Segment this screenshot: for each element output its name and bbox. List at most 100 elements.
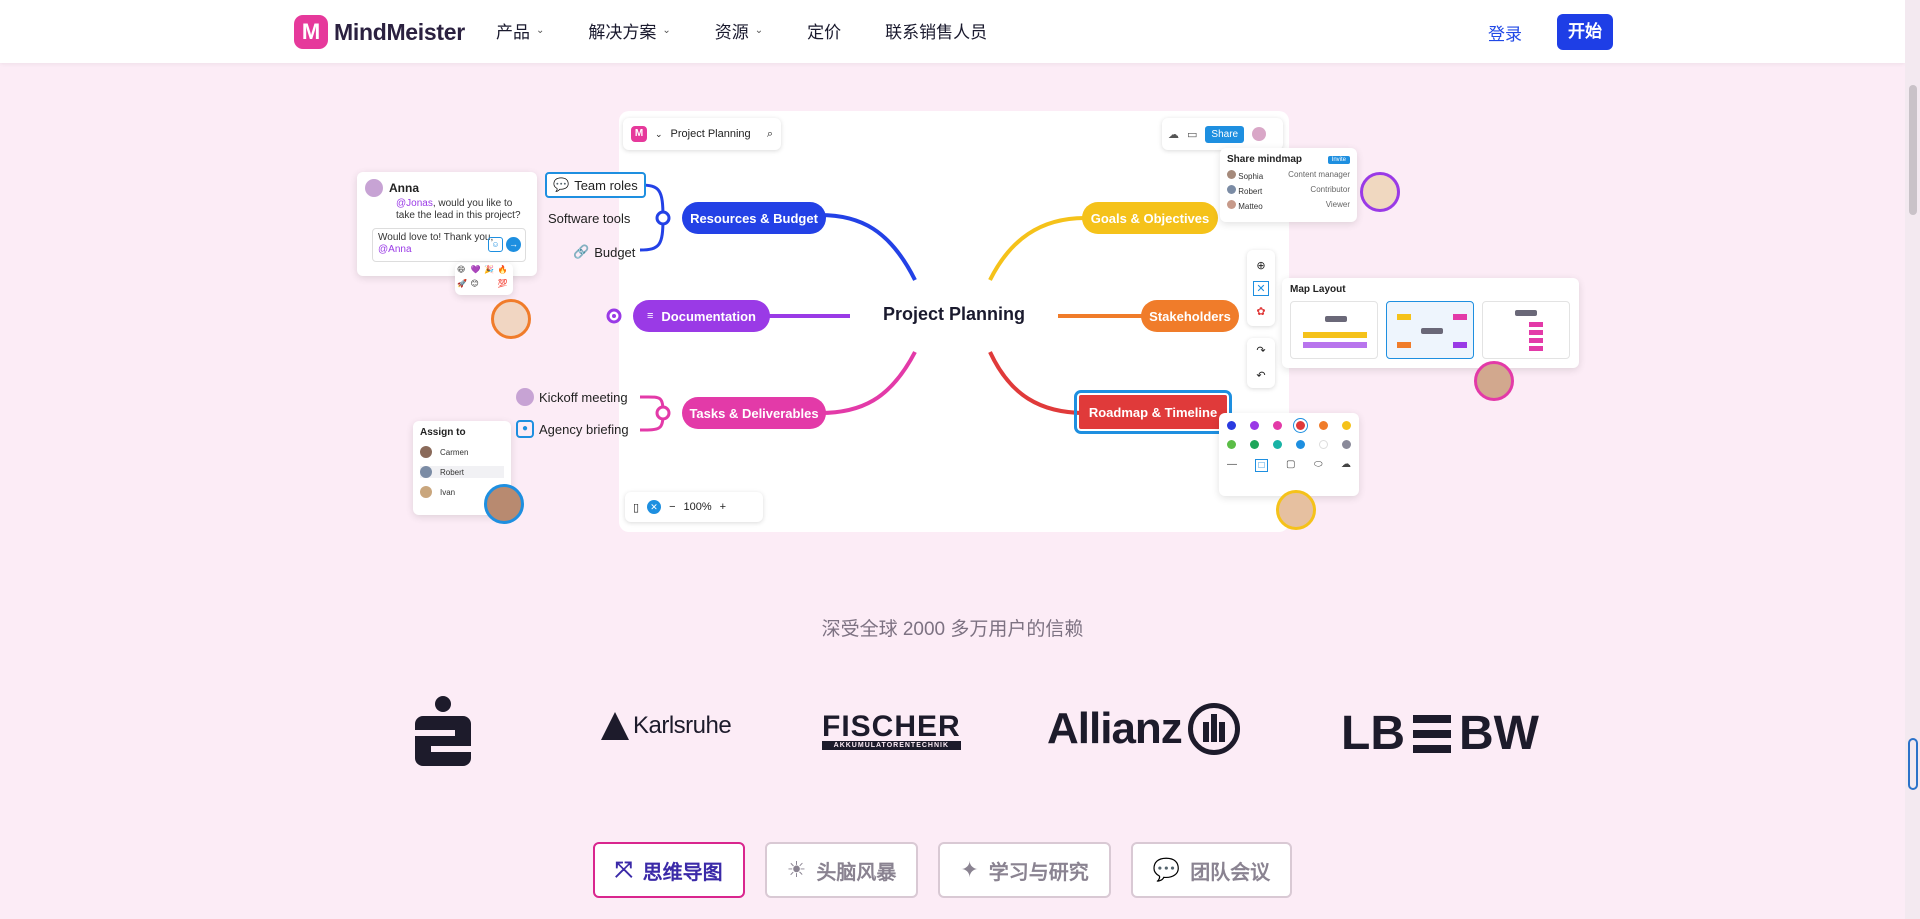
node-tasks-deliverables[interactable]: Tasks & Deliverables xyxy=(682,397,826,429)
tab-learning-research[interactable]: ✦ 学习与研究 xyxy=(938,842,1111,898)
present-icon[interactable]: ▭ xyxy=(1187,128,1198,141)
brand-name: Karlsruhe xyxy=(633,712,732,739)
nav-item-contact-sales[interactable]: 联系销售人员 xyxy=(885,18,987,43)
collaborator-cursor-avatar xyxy=(484,484,524,524)
brand-subtitle: AKKUMULATORENTECHNIK xyxy=(822,741,961,750)
node-resources-budget[interactable]: Resources & Budget xyxy=(682,202,826,234)
color-swatch[interactable] xyxy=(1293,418,1308,433)
person-name: Robert xyxy=(440,467,465,477)
scrollbar-thumb[interactable] xyxy=(1909,85,1917,215)
leaf-software-tools[interactable]: Software tools xyxy=(548,211,631,226)
redo-icon[interactable]: ↷ xyxy=(1256,345,1266,357)
color-swatch[interactable] xyxy=(1296,440,1305,449)
share-button[interactable]: Share xyxy=(1205,125,1245,143)
undo-toolbar: ↷ ↶ xyxy=(1247,338,1275,388)
emoji-option[interactable]: 😊 xyxy=(470,279,479,288)
person-name: Carmen xyxy=(440,447,469,457)
central-topic[interactable]: Project Planning xyxy=(883,304,1026,324)
emoji-option[interactable]: 🚀 xyxy=(457,279,467,288)
shape-cloud-icon[interactable]: ☁ xyxy=(1340,459,1351,470)
avatar xyxy=(420,466,432,478)
search-icon[interactable]: ⌕ xyxy=(766,127,773,140)
contact-icon: ● xyxy=(516,420,534,438)
person-role[interactable]: Content manager xyxy=(1288,170,1350,179)
chat-icon: 💬 xyxy=(1152,857,1181,882)
color-icon[interactable]: ✿ xyxy=(1256,305,1266,318)
share-toolbar: ☁ ▭ Share xyxy=(1162,118,1283,150)
shape-pill-icon[interactable]: ⬭ xyxy=(1313,459,1323,470)
nav-item-resources[interactable]: 资源⌄ xyxy=(715,18,763,43)
person-role[interactable]: Contributor xyxy=(1310,185,1350,194)
color-swatch[interactable] xyxy=(1273,440,1282,449)
tab-team-meetings[interactable]: 💬 团队会议 xyxy=(1130,842,1293,898)
zoom-in-button[interactable]: + xyxy=(719,501,727,513)
mindmap-icon[interactable]: ✕ xyxy=(647,500,662,514)
color-swatch[interactable] xyxy=(1342,440,1351,449)
node-goals-objectives[interactable]: Goals & Objectives xyxy=(1082,202,1218,234)
mention[interactable]: @Jonas xyxy=(396,198,433,209)
color-swatch[interactable] xyxy=(1227,440,1236,449)
leaf-agency-briefing[interactable]: ●Agency briefing xyxy=(516,420,629,438)
page-scrollbar[interactable] xyxy=(1905,0,1920,919)
emoji-picker: 😄 💜 🎉 🔥 🚀 😊 💯 xyxy=(455,263,513,295)
use-case-tabs: ⤧ 思维导图 ☀ 头脑风暴 ✦ 学习与研究 💬 团队会议 xyxy=(593,842,1293,898)
layout-option-list[interactable] xyxy=(1482,301,1570,359)
emoji-option[interactable]: 💯 xyxy=(497,279,508,288)
collaborator-cursor-avatar xyxy=(1360,172,1400,212)
person-role[interactable]: Viewer xyxy=(1325,200,1350,209)
shape-line-icon[interactable]: — xyxy=(1227,459,1237,470)
nav-item-products[interactable]: 产品⌄ xyxy=(496,18,544,43)
mindmeister-logo-icon[interactable]: M xyxy=(631,126,647,142)
login-link[interactable]: 登录 xyxy=(1488,25,1522,44)
layout-icon[interactable]: ✕ xyxy=(1253,280,1269,296)
leaf-label: Budget xyxy=(594,244,636,260)
layout-option-mindmap[interactable] xyxy=(1386,301,1474,359)
undo-icon[interactable]: ↶ xyxy=(1256,370,1266,382)
node-stakeholders[interactable]: Stakeholders xyxy=(1141,300,1239,332)
nav-item-solutions[interactable]: 解决方案⌄ xyxy=(588,18,670,43)
zoom-out-button[interactable]: − xyxy=(669,501,676,513)
leaf-budget[interactable]: 🔗Budget xyxy=(573,244,635,260)
send-button[interactable]: → xyxy=(506,237,521,252)
mindmeister-logo-icon: M xyxy=(294,15,328,49)
emoji-option[interactable]: 🔥 xyxy=(497,265,508,274)
shape-rect-icon[interactable]: □ xyxy=(1255,459,1268,472)
tab-brainstorming[interactable]: ☀ 头脑风暴 xyxy=(764,842,919,898)
layout-option-org-chart[interactable] xyxy=(1290,301,1378,359)
color-swatch[interactable] xyxy=(1319,421,1328,430)
reply-input[interactable]: Would love to! Thank you, @Anna ☺ → xyxy=(372,228,526,262)
emoji-picker-icon[interactable]: ☺ xyxy=(488,237,503,252)
karlsruhe-mark-icon xyxy=(601,712,629,740)
emoji-option[interactable]: 🎉 xyxy=(484,265,494,274)
color-swatch[interactable] xyxy=(1273,421,1282,430)
cloud-upload-icon[interactable]: ☁ xyxy=(1168,128,1179,141)
emoji-option[interactable] xyxy=(484,279,498,293)
color-swatch[interactable] xyxy=(1319,440,1328,449)
assign-option[interactable]: Robert xyxy=(420,466,504,478)
tab-label: 学习与研究 xyxy=(988,861,1089,884)
avatar xyxy=(365,179,383,197)
leaf-kickoff-meeting[interactable]: Kickoff meeting xyxy=(516,388,628,406)
add-topic-icon[interactable]: ⊕ xyxy=(1256,259,1266,272)
shape-rounded-icon[interactable]: ▢ xyxy=(1286,459,1296,470)
assign-option[interactable]: Ivan xyxy=(420,486,504,498)
brand-logo[interactable]: M MindMeister xyxy=(294,15,465,49)
color-swatch[interactable] xyxy=(1250,421,1259,430)
zoom-level: 100% xyxy=(683,501,712,513)
leaf-label: Team roles xyxy=(574,177,638,193)
tab-mindmap[interactable]: ⤧ 思维导图 xyxy=(593,842,745,898)
invite-button[interactable]: Invite xyxy=(1327,155,1350,164)
chevron-down-icon[interactable]: ⌄ xyxy=(655,128,663,139)
nav-item-pricing[interactable]: 定价 xyxy=(807,18,841,43)
assign-option[interactable]: Carmen xyxy=(420,446,504,458)
document-icon[interactable]: ▯ xyxy=(633,501,640,514)
start-button[interactable]: 开始 xyxy=(1557,14,1613,50)
color-swatch[interactable] xyxy=(1227,421,1236,430)
node-documentation[interactable]: ≡ Documentation xyxy=(633,300,770,332)
color-swatch[interactable] xyxy=(1342,421,1351,430)
color-swatch[interactable] xyxy=(1250,440,1259,449)
emoji-option[interactable]: 😄 xyxy=(457,265,466,274)
emoji-option[interactable]: 💜 xyxy=(470,265,481,274)
node-roadmap-timeline[interactable]: Roadmap & Timeline xyxy=(1074,390,1232,434)
leaf-team-roles[interactable]: 💬Team roles xyxy=(545,172,646,198)
